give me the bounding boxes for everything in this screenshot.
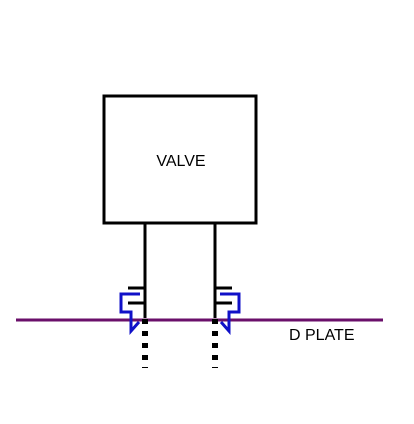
valve-box bbox=[102, 94, 258, 225]
left-fitting bbox=[119, 292, 141, 335]
d-plate-label: D PLATE bbox=[289, 327, 355, 344]
left-flange bbox=[128, 286, 145, 305]
valve-label: VALVE bbox=[156, 153, 205, 170]
right-fitting bbox=[219, 292, 241, 335]
right-flange bbox=[215, 286, 232, 305]
